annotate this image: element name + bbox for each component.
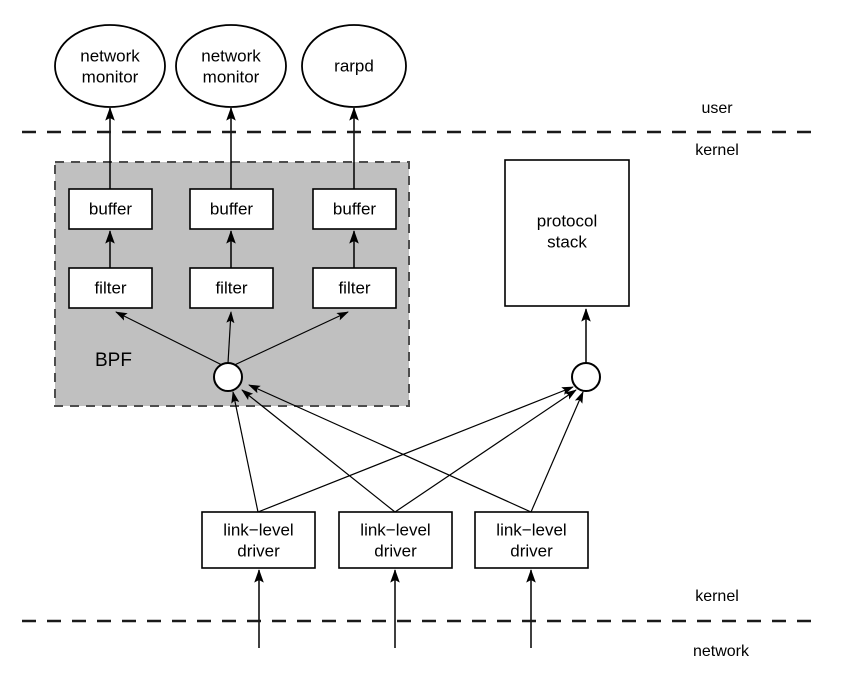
edge-driver1-to-bpf-tap xyxy=(231,391,259,513)
app-label-line2: monitor xyxy=(203,67,260,86)
filter-1[interactable]: filter xyxy=(68,267,153,309)
bpf-region-label: BPF xyxy=(95,350,132,371)
app-rarpd[interactable]: rarpd xyxy=(301,24,407,108)
app-ellipse xyxy=(301,24,407,108)
bpf-tap-node[interactable] xyxy=(213,362,243,392)
driver-label-line1: link−level xyxy=(360,520,430,539)
driver-box xyxy=(474,511,589,569)
driver-box xyxy=(338,511,453,569)
buffer-2[interactable]: buffer xyxy=(189,188,274,230)
buffer-3[interactable]: buffer xyxy=(312,188,397,230)
app-label-line1: network xyxy=(80,46,140,65)
driver-box xyxy=(201,511,316,569)
filter-box xyxy=(312,267,397,309)
driver-label-line2: driver xyxy=(510,541,553,560)
buffer-box xyxy=(68,188,153,230)
edge-tap-to-filter1 xyxy=(115,311,229,369)
driver-1[interactable]: link−level driver xyxy=(201,511,316,569)
zone-label-network: network xyxy=(693,643,750,660)
buffer-label: buffer xyxy=(89,199,133,218)
driver-2[interactable]: link−level driver xyxy=(338,511,453,569)
buffer-label: buffer xyxy=(333,199,377,218)
edge-tap-to-filter2 xyxy=(226,311,235,364)
buffer-label: buffer xyxy=(210,199,254,218)
edge-driver1-to-protocol-tap xyxy=(257,386,574,513)
app-label-line1: network xyxy=(201,46,261,65)
driver-3[interactable]: link−level driver xyxy=(474,511,589,569)
edge-driver3-to-protocol-tap xyxy=(530,391,584,513)
protocol-stack-label-line2: stack xyxy=(547,232,587,251)
app-label-line2: monitor xyxy=(82,67,139,86)
filter-box xyxy=(189,267,274,309)
filter-2[interactable]: filter xyxy=(189,267,274,309)
filter-label: filter xyxy=(94,278,126,297)
app-ellipse xyxy=(175,24,287,108)
protocol-tap-node[interactable] xyxy=(571,362,601,392)
driver-label-line2: driver xyxy=(374,541,417,560)
protocol-stack-label-line1: protocol xyxy=(537,211,597,230)
buffer-1[interactable]: buffer xyxy=(68,188,153,230)
zone-label-kernel-top: kernel xyxy=(695,142,739,159)
filter-label: filter xyxy=(215,278,247,297)
app-network-monitor-1[interactable]: network monitor xyxy=(54,24,166,108)
filter-label: filter xyxy=(338,278,370,297)
app-label-line1: rarpd xyxy=(334,56,374,75)
buffer-box xyxy=(189,188,274,230)
protocol-stack[interactable]: protocol stack xyxy=(504,159,630,307)
buffer-box xyxy=(312,188,397,230)
filter-3[interactable]: filter xyxy=(312,267,397,309)
zone-label-user: user xyxy=(701,100,733,117)
edge-driver2-to-protocol-tap xyxy=(394,389,577,513)
edge-driver2-to-bpf-tap xyxy=(241,389,396,513)
driver-label-line1: link−level xyxy=(223,520,293,539)
filter-box xyxy=(68,267,153,309)
driver-label-line1: link−level xyxy=(496,520,566,539)
app-ellipse xyxy=(54,24,166,108)
zone-label-kernel-bottom: kernel xyxy=(695,588,739,605)
app-network-monitor-2[interactable]: network monitor xyxy=(175,24,287,108)
protocol-stack-box xyxy=(504,159,630,307)
driver-label-line2: driver xyxy=(237,541,280,560)
edge-driver3-to-bpf-tap xyxy=(248,384,532,513)
edge-tap-to-filter3 xyxy=(227,311,349,369)
